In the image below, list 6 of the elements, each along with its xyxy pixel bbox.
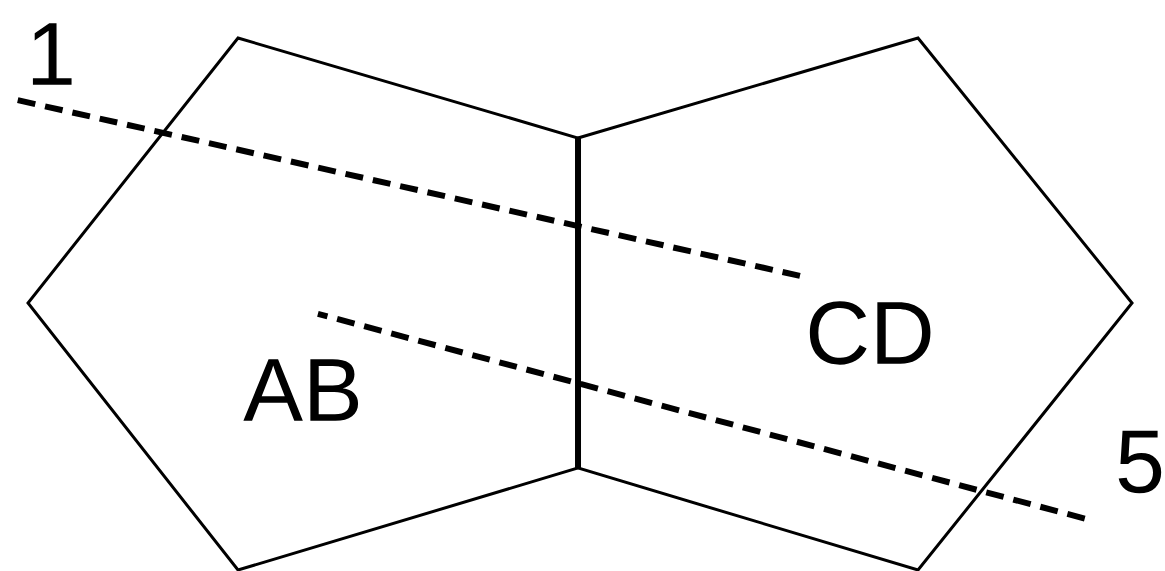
dashed-line: [317, 310, 1086, 522]
number-label: 1: [32, 23, 72, 85]
dashed-line: [17, 97, 801, 279]
region-label: AB: [243, 359, 359, 421]
region-label: CD: [809, 301, 931, 365]
number-label: 5: [1118, 430, 1162, 494]
